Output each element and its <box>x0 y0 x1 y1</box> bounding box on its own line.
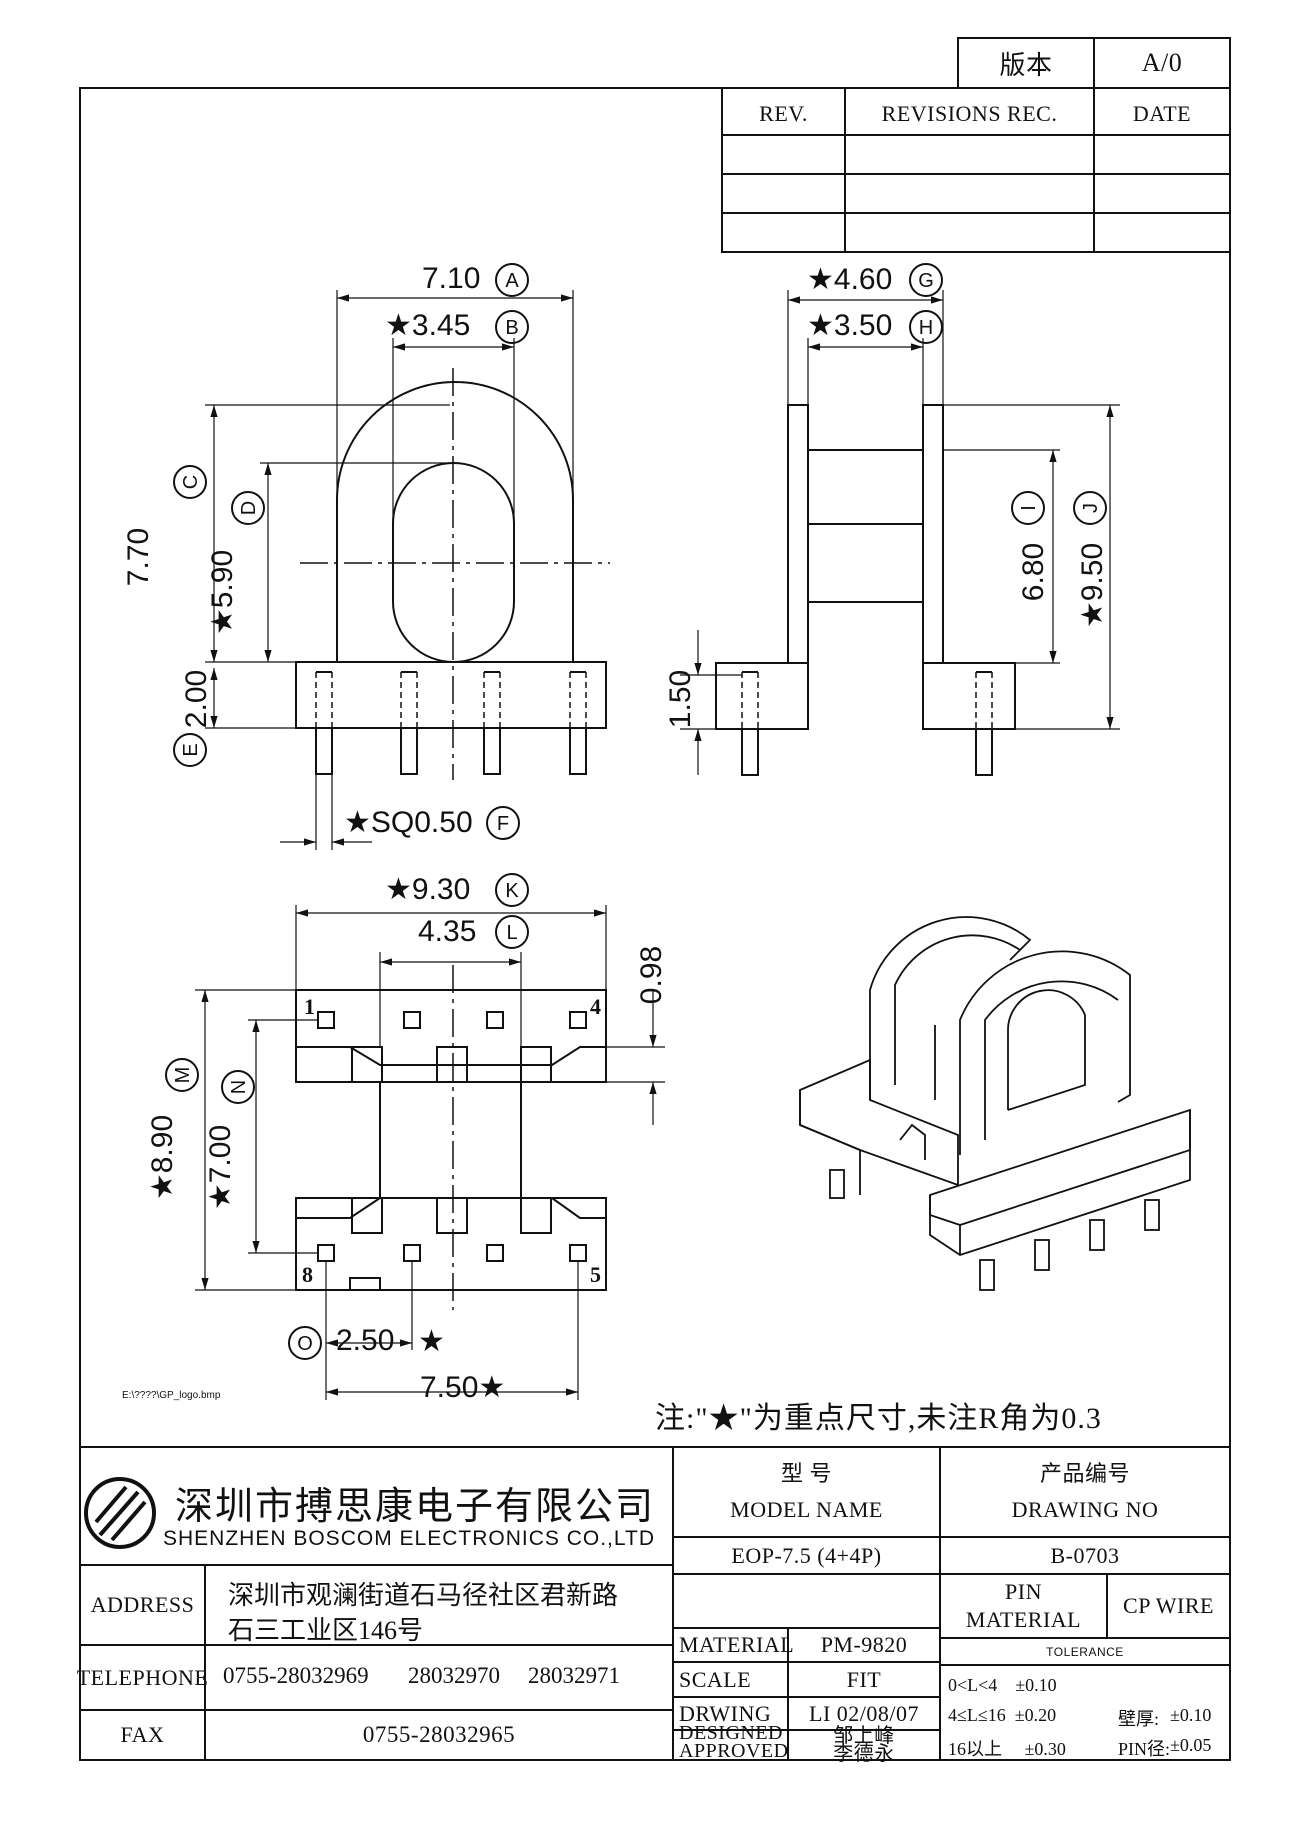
title-block-lines <box>80 1446 1230 1760</box>
logo-path: E:\????\GP_logo.bmp <box>122 1390 221 1401</box>
telephone-3: 28032971 <box>528 1663 620 1688</box>
dim-H: ★3.50 <box>807 309 893 342</box>
tolerance-label: TOLERANCE <box>1046 1644 1124 1659</box>
designed-label: DESIGNED <box>679 1721 783 1744</box>
fax-value: 0755-28032965 <box>362 1722 516 1747</box>
company-logo <box>84 1477 156 1549</box>
approved-value: 李德永 <box>833 1742 895 1765</box>
dim-A: 7.10 <box>422 262 481 295</box>
svg-text:G: G <box>918 270 934 292</box>
pin-5-label: 5 <box>590 1262 601 1287</box>
dim-B: ★3.45 <box>385 309 471 342</box>
side-view <box>680 290 1120 776</box>
svg-text:H: H <box>919 317 933 339</box>
date-header: DATE <box>1132 100 1192 126</box>
telephone-1: 0755-28032969 <box>223 1663 369 1688</box>
dim-bottom: 7.50★ <box>420 1371 506 1404</box>
svg-text:D: D <box>238 501 260 515</box>
material-label: MATERIAL <box>679 1632 795 1657</box>
designed-value: 邹上峰 <box>833 1724 895 1747</box>
dim-N: ★7.00 <box>204 1124 238 1211</box>
dim-O: 2.50 <box>336 1324 395 1357</box>
address-line1: 深圳市观澜街道石马径社区君新路 <box>228 1581 619 1610</box>
pin-material-label-2: MATERIAL <box>965 1607 1082 1632</box>
isometric-view <box>799 916 1191 1291</box>
wall-label: 壁厚: <box>1118 1709 1160 1729</box>
svg-text:F: F <box>497 813 509 835</box>
scale-value: FIT <box>846 1666 882 1692</box>
material-value: PM-9820 <box>820 1632 908 1657</box>
dim-E: 2.00 <box>180 669 214 729</box>
tolerance-3: 16以上 ±0.30 <box>948 1739 1066 1759</box>
telephone-label: TELEPHONE <box>76 1664 209 1690</box>
tolerance-2: 4≤L≤16 ±0.20 <box>948 1705 1057 1725</box>
model-value: EOP-7.5 (4+4P) <box>731 1542 882 1568</box>
pin-4-label: 4 <box>590 994 601 1019</box>
dim-L: 4.35 <box>418 915 477 948</box>
pin-dia-label: PIN径: <box>1118 1739 1171 1759</box>
pin-8-label: 8 <box>302 1262 313 1287</box>
pin-1-label: 1 <box>304 994 315 1019</box>
rev-header: REV. <box>759 100 808 126</box>
tolerance-1: 0<L<4 ±0.10 <box>948 1675 1057 1695</box>
address-label: ADDRESS <box>90 1592 195 1617</box>
revisions-header: REVISIONS REC. <box>881 100 1058 126</box>
fax-label: FAX <box>120 1722 165 1747</box>
drwing-label: DRWING <box>679 1700 772 1726</box>
dim-M: ★8.90 <box>146 1114 180 1201</box>
dim-side-pin: 1.50 <box>664 669 698 729</box>
pin-material-value: CP WIRE <box>1123 1593 1214 1618</box>
pin-material-label-1: PIN <box>1005 1579 1042 1604</box>
dim-I: 6.80 <box>1017 542 1051 602</box>
company-name-en: SHENZHEN BOSCOM ELECTRONICS CO.,LTD <box>163 1527 655 1550</box>
address-line2: 石三工业区146号 <box>228 1616 424 1645</box>
dim-F: ★SQ0.50 <box>344 806 473 839</box>
company-name-cn: 深圳市搏思康电子有限公司 <box>175 1486 656 1528</box>
dim-top-gap: 0.98 <box>635 945 669 1005</box>
dim-J: ★9.50 <box>1076 542 1110 629</box>
bottom-view <box>195 905 665 1400</box>
svg-text:N: N <box>228 1080 250 1094</box>
version-value: A/0 <box>1141 48 1183 77</box>
model-label-en: MODEL NAME <box>730 1497 883 1522</box>
telephone-2: 28032970 <box>408 1663 500 1688</box>
svg-text:M: M <box>172 1067 194 1084</box>
dim-C: 7.70 <box>122 527 156 587</box>
svg-text:O: O <box>297 1333 313 1355</box>
svg-text:A: A <box>505 270 519 292</box>
pin-dia-value: ±0.05 <box>1170 1735 1212 1755</box>
svg-text:J: J <box>1080 503 1102 513</box>
wall-value: ±0.10 <box>1170 1705 1212 1725</box>
dim-G: ★4.60 <box>807 263 893 296</box>
dimension-letter-text: A B C D E F G H I J KL M N O <box>172 270 1102 1355</box>
svg-text:C: C <box>180 475 202 489</box>
svg-text:K: K <box>505 880 519 902</box>
svg-text:E: E <box>180 743 202 756</box>
drawing-label-en: DRAWING NO <box>1011 1497 1159 1522</box>
svg-text:L: L <box>506 922 517 944</box>
model-label-cn: 型 号 <box>780 1461 832 1486</box>
svg-text:I: I <box>1018 505 1040 511</box>
front-view <box>205 290 610 850</box>
drwing-value: LI 02/08/07 <box>809 1700 919 1726</box>
version-label: 版本 <box>999 50 1053 80</box>
dim-K: ★9.30 <box>385 873 471 906</box>
drawing-value: B-0703 <box>1050 1542 1120 1568</box>
drawing-label-cn: 产品编号 <box>1039 1461 1130 1486</box>
dim-D: ★5.90 <box>206 549 240 636</box>
scale-label: SCALE <box>679 1666 752 1692</box>
approved-label: APPROVED <box>679 1739 789 1762</box>
dimension-letter-circles <box>165 263 1107 1360</box>
dim-O-star: ★ <box>418 1325 445 1358</box>
revision-table <box>721 87 1231 253</box>
svg-text:B: B <box>505 317 518 339</box>
drawing-note: 注:"★"为重点尺寸,未注R角为0.3 <box>655 1402 1102 1435</box>
drawing-frame <box>79 87 1231 1761</box>
